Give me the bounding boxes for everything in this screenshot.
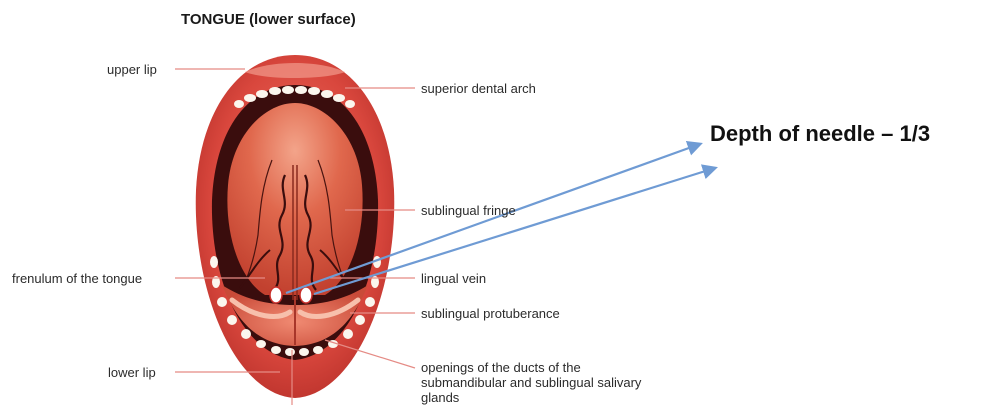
label-frenulum: frenulum of the tongue	[12, 271, 142, 287]
label-superior-dental-arch: superior dental arch	[421, 81, 536, 97]
page-title: TONGUE (lower surface)	[181, 11, 356, 28]
injection-point-left	[270, 287, 282, 303]
label-sublingual-protuberance: sublingual protuberance	[421, 306, 560, 322]
injection-point-right	[300, 287, 312, 303]
label-duct-openings: openings of the ducts of the submandibul…	[421, 360, 661, 405]
label-lower-lip: lower lip	[108, 365, 156, 381]
label-upper-lip: upper lip	[107, 62, 157, 78]
label-lingual-vein: lingual vein	[421, 271, 486, 287]
tongue	[227, 103, 362, 295]
label-sublingual-fringe: sublingual fringe	[421, 203, 516, 219]
needle-depth-annotation: Depth of needle – 1/3	[710, 121, 930, 147]
